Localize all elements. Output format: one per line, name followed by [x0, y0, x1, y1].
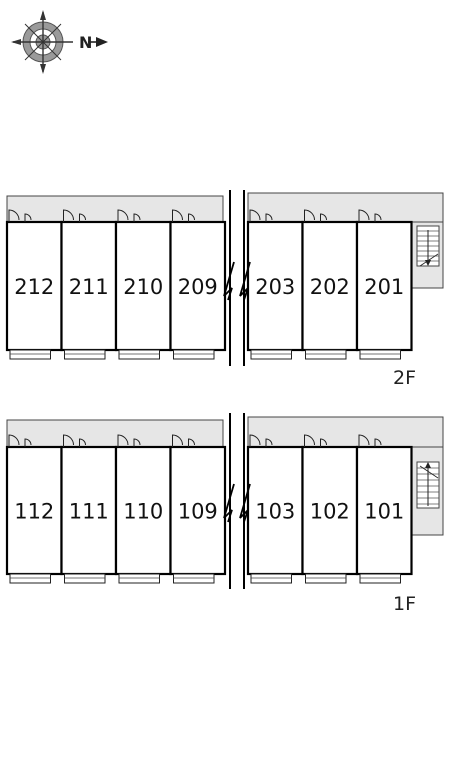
balcony: [305, 349, 347, 360]
door-icon: [8, 434, 32, 447]
door-icon: [304, 209, 327, 222]
door-icon: [172, 209, 195, 222]
unit-number: 103: [255, 500, 295, 524]
unit-111: 111: [60, 434, 118, 584]
units-1f-left: 112 111 110 109: [5, 434, 227, 584]
unit-outline: [355, 220, 413, 352]
compass-icon: [11, 10, 108, 74]
unit-number: 112: [14, 500, 54, 524]
balcony: [173, 349, 215, 360]
balcony: [359, 573, 401, 584]
floor-1f: 112 111 110 109 103 102 101 1F: [5, 413, 444, 615]
unit-209: 209: [169, 209, 227, 360]
unit-203: 203: [246, 209, 304, 360]
unit-210: 210: [114, 209, 172, 360]
unit-outline: [114, 445, 172, 576]
balcony: [9, 349, 51, 360]
balcony: [118, 349, 160, 360]
unit-outline: [246, 445, 304, 576]
corridor-left: [6, 419, 224, 448]
unit-outline: [60, 445, 118, 576]
door-icon: [249, 209, 273, 222]
unit-outline: [169, 220, 227, 352]
door-icon: [304, 434, 327, 447]
unit-202: 202: [301, 209, 359, 360]
corridor-right: [247, 416, 444, 448]
balcony: [250, 573, 292, 584]
balcony: [250, 349, 292, 360]
door-icon: [8, 209, 32, 222]
units-2f-right: 203 202 201: [246, 209, 413, 360]
units-1f-right: 103 102 101: [246, 434, 413, 584]
door-icon: [63, 209, 86, 222]
door-icon: [249, 434, 273, 447]
unit-212: 212: [5, 209, 63, 360]
unit-103: 103: [246, 434, 304, 584]
break-symbol: [223, 190, 251, 366]
unit-number: 203: [255, 275, 295, 299]
unit-109: 109: [169, 434, 227, 584]
staircase-icon: [416, 461, 440, 509]
unit-number: 211: [69, 275, 109, 299]
unit-number: 202: [310, 275, 350, 299]
unit-number: 101: [364, 500, 404, 524]
unit-201: 201: [355, 209, 413, 360]
unit-112: 112: [5, 434, 63, 584]
corridor-left: [6, 195, 224, 223]
floor-2f: 212 211 210 209 203 202 201 2F: [5, 190, 444, 389]
unit-number: 102: [310, 500, 350, 524]
balcony: [64, 573, 106, 584]
unit-outline: [246, 220, 304, 352]
floor-label-1f: 1F: [393, 593, 416, 615]
north-label: N: [79, 33, 92, 52]
unit-outline: [60, 220, 118, 352]
balcony: [64, 349, 106, 360]
unit-102: 102: [301, 434, 359, 584]
balcony: [9, 573, 51, 584]
door-icon: [117, 434, 141, 447]
unit-number: 201: [364, 275, 404, 299]
break-symbol: [223, 413, 251, 589]
corridor-right: [247, 192, 444, 223]
floor-label-2f: 2F: [393, 367, 416, 389]
unit-number: 111: [69, 500, 109, 524]
unit-211: 211: [60, 209, 118, 360]
balcony: [173, 573, 215, 584]
units-2f-left: 212 211 210 209: [5, 209, 227, 360]
staircase-icon: [416, 225, 440, 267]
unit-number: 210: [123, 275, 163, 299]
unit-number: 212: [14, 275, 54, 299]
unit-number: 109: [178, 500, 218, 524]
unit-number: 209: [178, 275, 218, 299]
balcony: [359, 349, 401, 360]
unit-number: 110: [123, 500, 163, 524]
unit-110: 110: [114, 434, 172, 584]
balcony: [118, 573, 160, 584]
door-icon: [172, 434, 195, 447]
unit-outline: [355, 445, 413, 576]
unit-outline: [5, 445, 63, 576]
unit-101: 101: [355, 434, 413, 584]
door-icon: [358, 434, 382, 447]
door-icon: [358, 209, 382, 222]
balcony: [305, 573, 347, 584]
door-icon: [117, 209, 141, 222]
door-icon: [63, 434, 86, 447]
